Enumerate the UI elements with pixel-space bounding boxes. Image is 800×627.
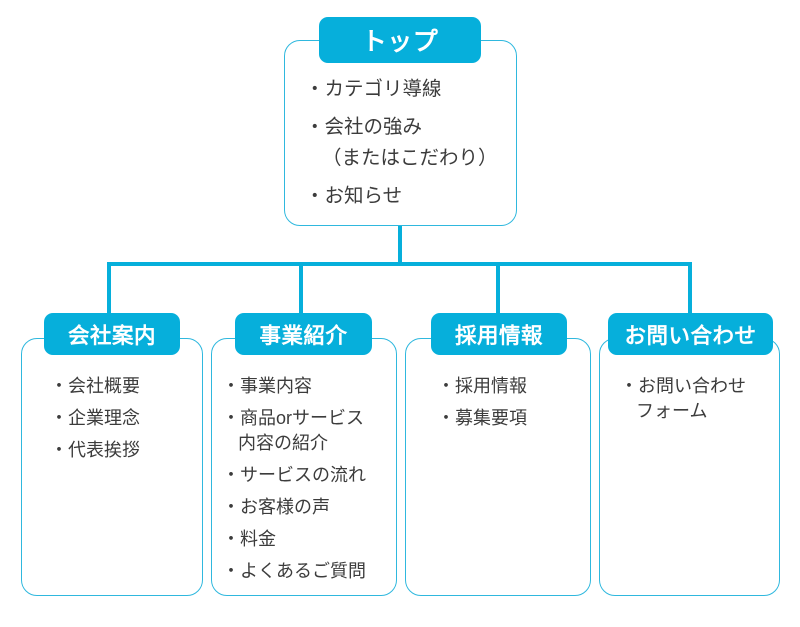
list-item: ・カテゴリ導線 (305, 78, 442, 100)
list-item: ・お問い合わせ フォーム (620, 376, 746, 421)
child-node-title-1: 事業紹介 (235, 313, 372, 355)
connector-root-stem (398, 225, 402, 264)
connector-branch-3 (688, 262, 692, 314)
child-node-list-3: ・お問い合わせ フォーム (620, 374, 780, 431)
connector-branch-0 (107, 262, 111, 314)
list-item: ・会社の強み （またはこだわり） (305, 116, 498, 169)
list-item: ・採用情報 (437, 376, 527, 396)
root-node-box (284, 40, 517, 226)
list-item: ・会社概要 (50, 376, 140, 396)
child-node-box-1 (211, 338, 397, 596)
connector-horizontal-bus (107, 262, 692, 266)
list-item: ・よくあるご質問 (222, 561, 366, 581)
list-item: ・企業理念 (50, 408, 140, 428)
list-item: ・お知らせ (305, 185, 403, 207)
child-node-title-2: 採用情報 (431, 313, 567, 355)
child-node-box-0 (21, 338, 203, 596)
child-node-list-2: ・採用情報 ・募集要項 (437, 374, 587, 438)
list-item: ・商品orサービス 内容の紹介 (222, 408, 365, 453)
child-node-list-1: ・事業内容 ・商品orサービス 内容の紹介 ・サービスの流れ ・お客様の声 ・料… (222, 374, 400, 591)
connector-branch-2 (496, 262, 500, 314)
list-item: ・料金 (222, 529, 276, 549)
child-node-box-3 (599, 338, 780, 596)
list-item: ・お客様の声 (222, 497, 330, 517)
root-node-title: トップ (319, 17, 481, 63)
child-node-list-0: ・会社概要 ・企業理念 ・代表挨拶 (50, 374, 200, 470)
child-node-box-2 (405, 338, 591, 596)
list-item: ・事業内容 (222, 376, 312, 396)
list-item: ・代表挨拶 (50, 440, 140, 460)
root-node-list: ・カテゴリ導線 ・会社の強み （またはこだわり） ・お知らせ (305, 74, 520, 219)
list-item: ・募集要項 (437, 408, 527, 428)
list-item: ・サービスの流れ (222, 465, 366, 485)
child-node-title-0: 会社案内 (44, 313, 180, 355)
connector-branch-1 (299, 262, 303, 314)
child-node-title-3: お問い合わせ (608, 313, 773, 355)
